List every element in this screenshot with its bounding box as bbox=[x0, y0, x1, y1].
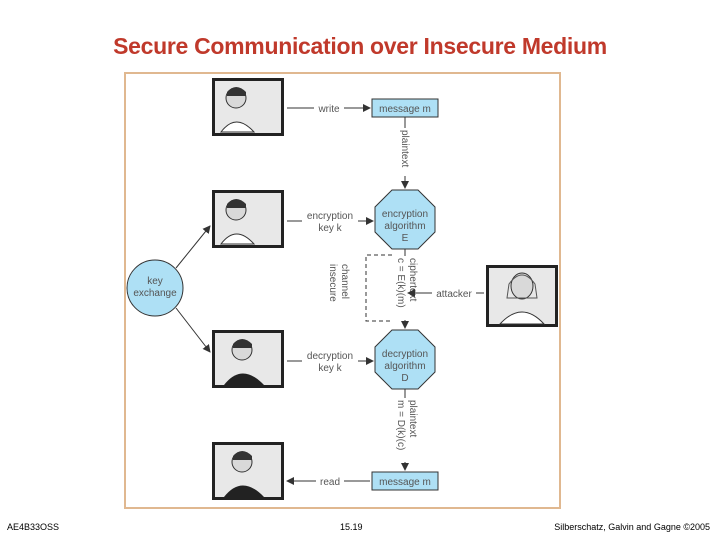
message-bottom-label: message m bbox=[379, 477, 431, 488]
ciphertext-line2: c = E(k)(m) bbox=[395, 258, 406, 308]
message-box-bottom bbox=[371, 471, 439, 491]
decryption-algorithm-node bbox=[374, 329, 436, 390]
footer-page-number: 15.19 bbox=[340, 522, 363, 532]
enc-alg-line2: algorithm bbox=[384, 221, 425, 232]
receiver-photo bbox=[212, 442, 284, 500]
secure-communication-diagram: message m write plaintext encryption alg… bbox=[126, 78, 558, 500]
footer-copyright: Silberschatz, Galvin and Gagne ©2005 bbox=[554, 522, 710, 532]
attacker-photo bbox=[486, 265, 558, 327]
write-label: write bbox=[317, 104, 340, 115]
key-exchange-line2: exchange bbox=[133, 288, 177, 299]
enc-alg-line3: E bbox=[402, 233, 409, 244]
key-exchange-arrow-down bbox=[175, 307, 211, 353]
dec-alg-line3: D bbox=[401, 373, 408, 384]
insecure-channel-bracket bbox=[365, 254, 392, 322]
dec-key-line2: key k bbox=[318, 363, 342, 374]
enc-key-line2: key k bbox=[318, 223, 342, 234]
sender-encrypt-photo bbox=[212, 190, 284, 248]
receiver-decrypt-photo bbox=[212, 330, 284, 388]
sender-photo bbox=[212, 78, 284, 136]
slide-title: Secure Communication over Insecure Mediu… bbox=[113, 33, 607, 59]
key-exchange-line1: key bbox=[147, 276, 163, 287]
plaintext2-line2: m = D(k)(c) bbox=[395, 400, 406, 450]
encryption-algorithm-node bbox=[374, 189, 436, 250]
attacker-label: attacker bbox=[436, 289, 472, 300]
dec-key-line1: decryption bbox=[307, 351, 353, 362]
dec-alg-line2: algorithm bbox=[384, 361, 425, 372]
enc-key-line1: encryption bbox=[307, 211, 353, 222]
read-label: read bbox=[320, 477, 340, 488]
enc-alg-line1: encryption bbox=[382, 209, 428, 220]
key-exchange-node bbox=[126, 259, 184, 317]
footer-course-code: AE4B33OSS bbox=[7, 522, 60, 532]
key-exchange-arrow-up bbox=[175, 225, 211, 269]
insecure-line2: channel bbox=[339, 264, 350, 299]
message-top-label: message m bbox=[379, 104, 431, 115]
diagram-frame: message m write plaintext encryption alg… bbox=[124, 72, 561, 509]
plaintext2-line1: plaintext bbox=[407, 400, 418, 437]
dec-alg-line1: decryption bbox=[382, 349, 428, 360]
ciphertext-line1: ciphertext bbox=[407, 258, 418, 302]
plaintext-label: plaintext bbox=[399, 130, 410, 167]
insecure-line1: insecure bbox=[327, 264, 338, 302]
